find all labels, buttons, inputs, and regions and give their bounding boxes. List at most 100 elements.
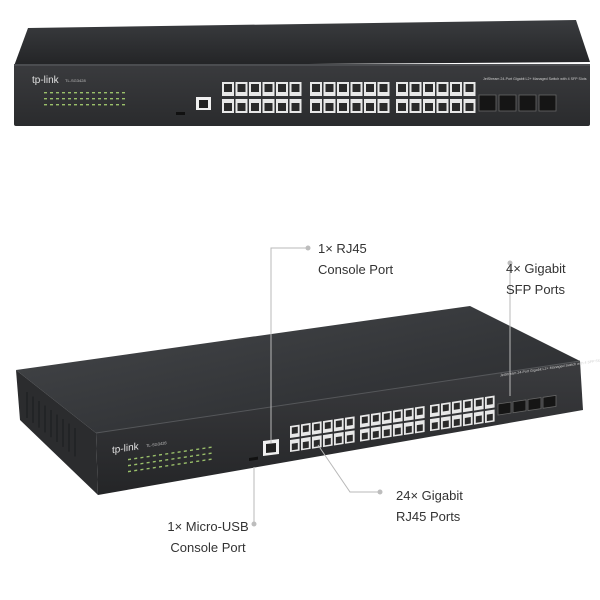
angled-sfp-port-block <box>497 394 557 416</box>
led-indicator <box>196 460 200 463</box>
led-indicator <box>152 460 156 463</box>
led-indicator <box>80 92 83 94</box>
led-indicator <box>140 468 144 471</box>
led-indicator <box>159 465 162 468</box>
led-indicator <box>171 464 175 466</box>
led-indicator <box>171 458 175 460</box>
led-indicator <box>104 104 107 106</box>
usb-console-callout-line1: 1× Micro-USB <box>167 519 249 534</box>
led-indicator <box>50 104 53 106</box>
led-indicator <box>116 104 119 106</box>
led-indicator <box>98 98 101 100</box>
led-indicator <box>183 450 187 453</box>
led-indicator <box>140 456 144 459</box>
led-indicator <box>202 453 206 456</box>
led-indicator <box>74 92 77 94</box>
led-indicator <box>208 446 212 449</box>
led-indicator <box>165 452 169 455</box>
rj45-console-callout-line1: 1× RJ45 <box>318 241 367 256</box>
top-rj45-port-block <box>222 82 476 113</box>
sfp-slot <box>498 94 517 112</box>
top-micro-usb-port <box>176 112 185 115</box>
led-indicator <box>80 98 83 100</box>
angled-model-label: TL-SG3428 <box>146 440 167 448</box>
switch-angled-view: tp-link TL-SG3428 JetStream 24-Port Giga… <box>16 306 600 495</box>
led-indicator <box>208 452 212 455</box>
gigabit-ports-callout-line1: 24× Gigabit <box>396 488 463 503</box>
led-indicator <box>140 462 144 465</box>
usb-console-callout: 1× Micro-USB Console Port <box>158 516 258 558</box>
led-indicator <box>202 459 206 462</box>
top-rj45-console-port <box>196 97 211 110</box>
led-indicator <box>56 92 59 94</box>
led-indicator <box>116 98 119 100</box>
led-indicator <box>190 449 193 452</box>
led-indicator <box>80 104 83 106</box>
led-indicator <box>92 104 95 106</box>
sfp-slot <box>518 94 537 112</box>
led-indicator <box>159 453 162 456</box>
led-indicator <box>134 463 138 466</box>
led-indicator <box>134 457 138 460</box>
top-chassis-lid <box>14 20 590 66</box>
top-front-label: JetStream 24-Port Gigabit L2+ Managed Sw… <box>483 77 587 81</box>
led-indicator <box>86 98 89 100</box>
led-indicator <box>128 470 131 473</box>
angled-rj45-port-block <box>290 395 495 452</box>
led-indicator <box>62 104 65 106</box>
led-indicator <box>92 98 95 100</box>
led-indicator <box>86 104 89 106</box>
led-indicator <box>56 98 59 100</box>
gigabit-ports-callout: 24× Gigabit RJ45 Ports <box>396 485 463 527</box>
side-vents <box>26 392 76 457</box>
led-indicator <box>165 458 169 461</box>
led-indicator <box>122 92 125 94</box>
gigabit-callout-line <box>317 444 378 493</box>
led-indicator <box>128 458 131 461</box>
led-indicator <box>152 454 156 457</box>
sfp-ports-callout-line1: 4× Gigabit <box>506 261 566 276</box>
led-indicator <box>146 467 150 470</box>
sfp-slot <box>478 94 497 112</box>
led-indicator <box>74 98 77 100</box>
led-indicator <box>165 464 169 467</box>
sfp-slot <box>527 397 542 411</box>
led-indicator <box>74 104 77 106</box>
led-indicator <box>62 92 65 94</box>
sfp-ports-callout-line2: SFP Ports <box>506 282 566 297</box>
led-indicator <box>92 92 95 94</box>
led-indicator <box>98 104 101 106</box>
led-indicator <box>208 458 212 461</box>
top-logo: tp-link <box>32 75 60 86</box>
led-indicator <box>177 463 181 465</box>
angled-led-panel <box>128 446 212 473</box>
led-indicator <box>56 104 59 106</box>
led-indicator <box>190 455 193 458</box>
led-indicator <box>98 92 101 94</box>
top-model-label: TL-SG3428 <box>65 78 86 83</box>
led-indicator <box>122 104 125 106</box>
led-indicator <box>62 98 65 100</box>
usb-console-callout-line2: Console Port <box>170 540 246 555</box>
led-indicator <box>146 461 150 464</box>
led-indicator <box>128 464 131 467</box>
led-indicator <box>122 98 125 100</box>
led-indicator <box>159 459 162 462</box>
led-indicator <box>190 461 193 464</box>
led-indicator <box>50 98 53 100</box>
callout-dots <box>251 245 513 527</box>
led-indicator <box>68 98 71 100</box>
led-indicator <box>44 98 47 100</box>
rj45-console-callout-line <box>270 247 306 443</box>
led-indicator <box>44 92 47 94</box>
led-indicator <box>110 92 113 94</box>
sfp-slot <box>512 399 527 414</box>
rj45-console-callout-line2: Console Port <box>318 262 394 277</box>
led-indicator <box>44 104 47 106</box>
led-indicator <box>104 92 107 94</box>
led-indicator <box>171 452 175 454</box>
led-indicator <box>177 451 181 453</box>
led-indicator <box>202 447 206 450</box>
angled-rj45-console-port <box>263 439 279 456</box>
